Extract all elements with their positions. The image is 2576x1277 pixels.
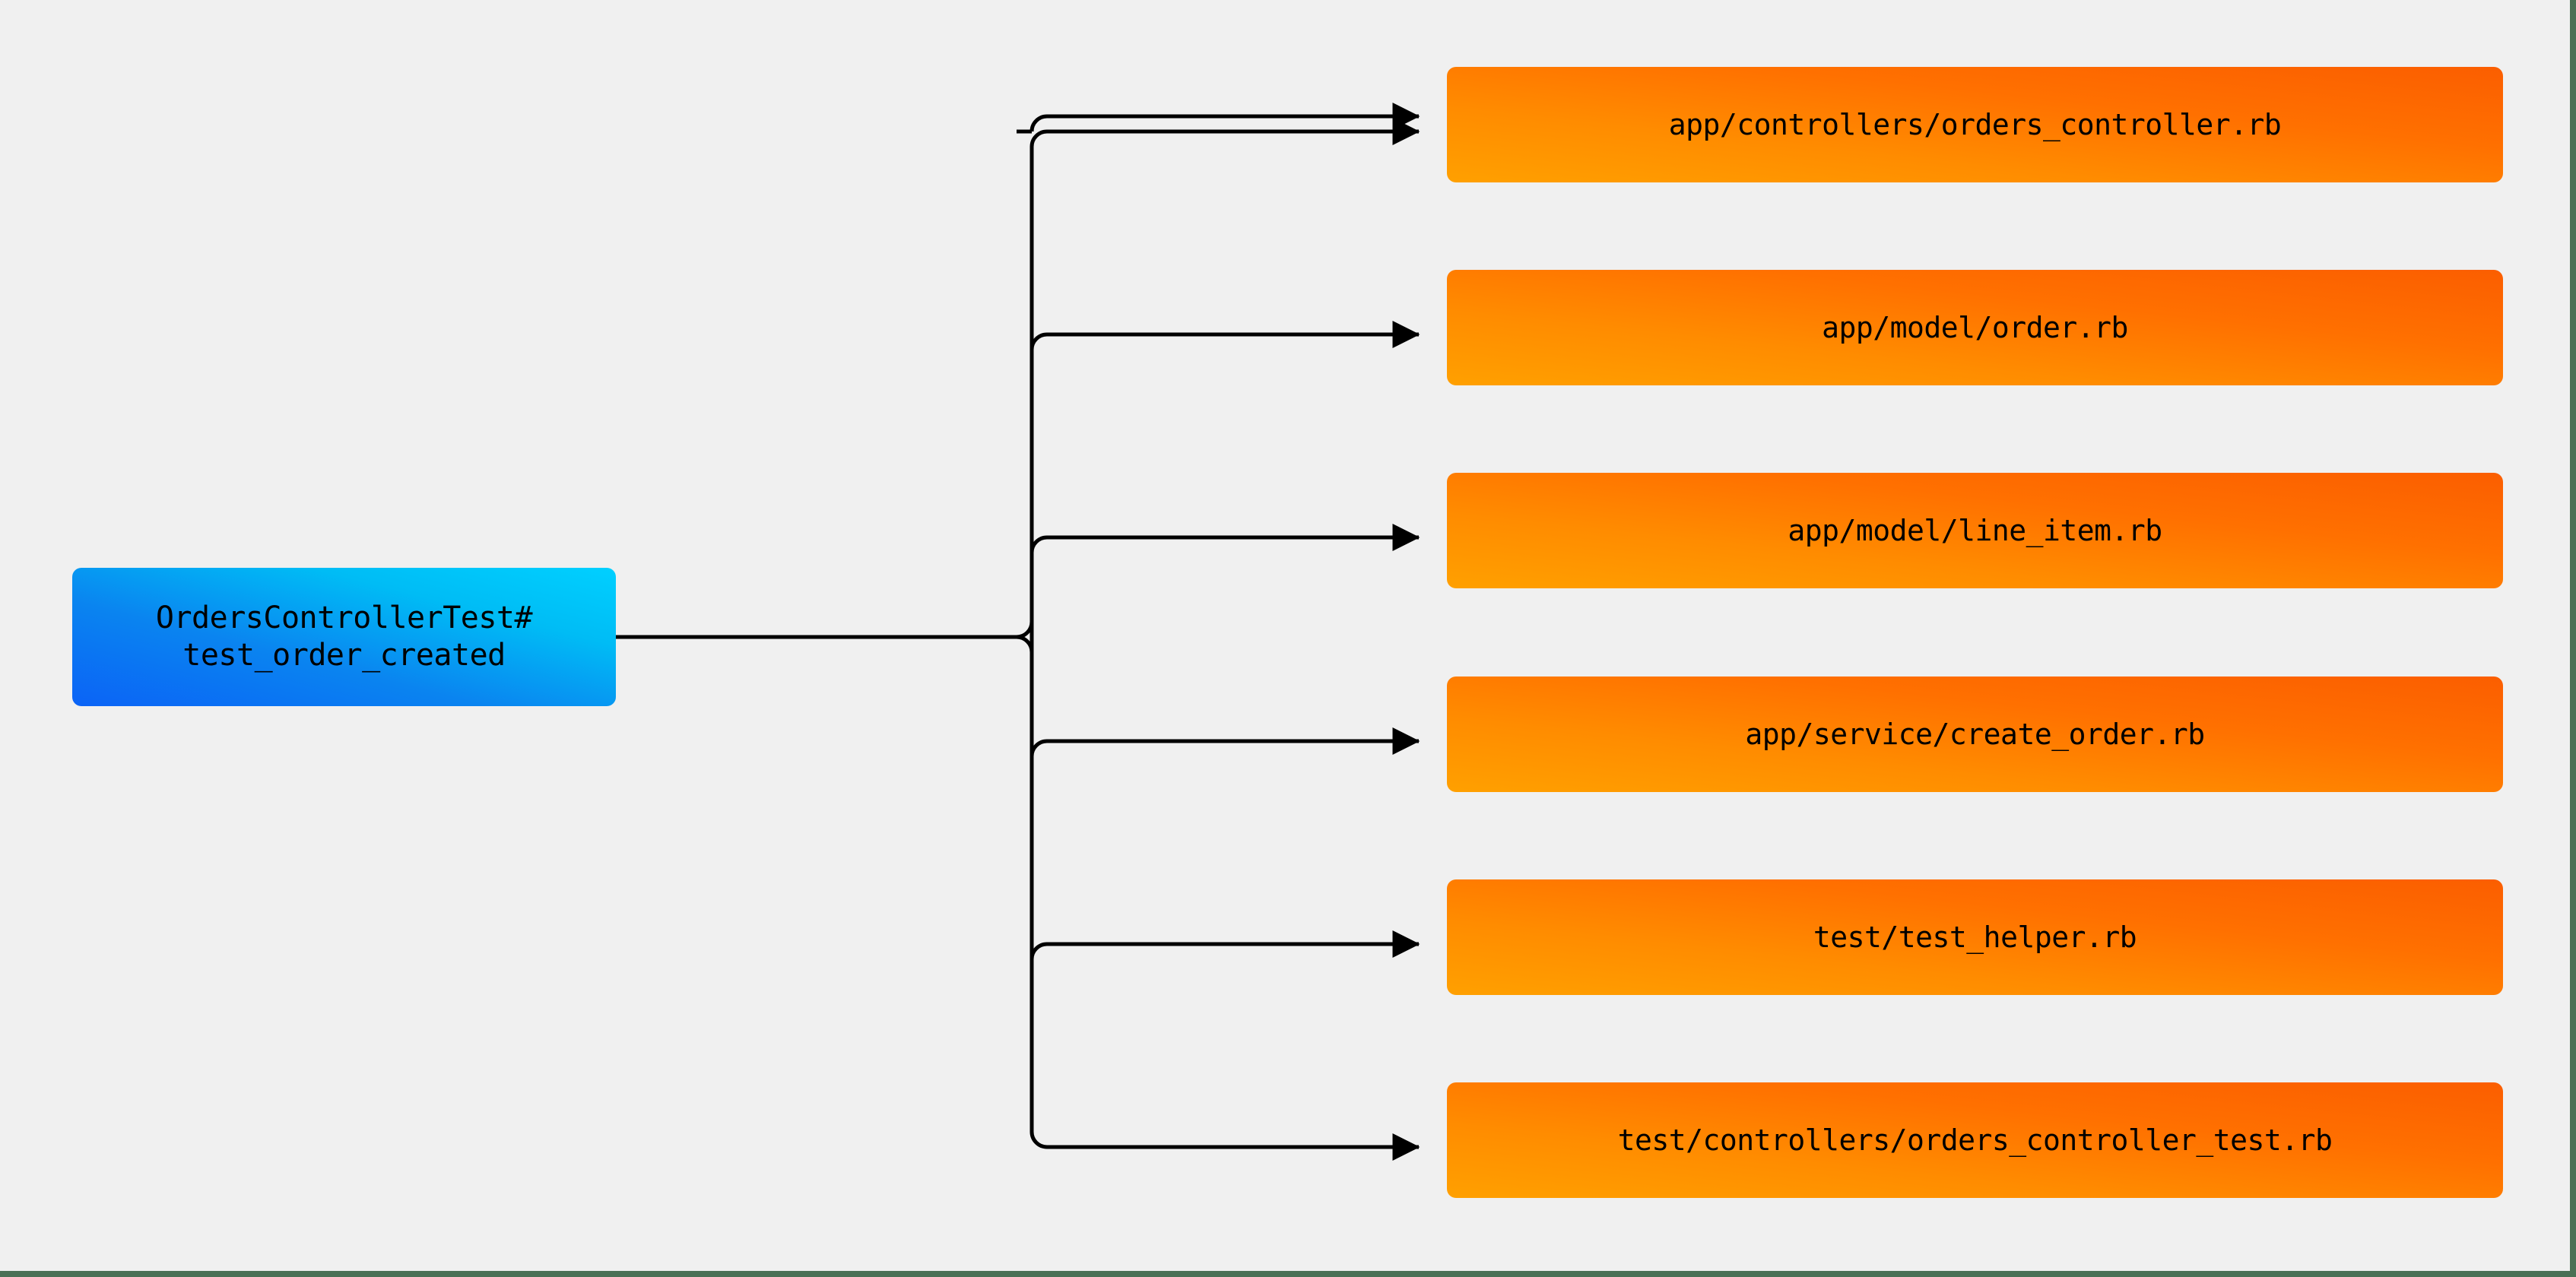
edge-to-orders-controller [1017,116,1419,132]
node-app-service-create-order[interactable]: app/service/create_order.rb [1447,677,2503,792]
edge-corner-1 [1029,118,1420,147]
node-app-controllers-orders-controller[interactable]: app/controllers/orders_controller.rb [1447,67,2503,182]
node-app-model-line-item[interactable]: app/model/line_item.rb [1447,473,2503,588]
node-app-model-order[interactable]: app/model/order.rb [1447,270,2503,385]
node-test-test-helper[interactable]: test/test_helper.rb [1447,879,2503,995]
edge-to-line-item-model [1029,524,1420,553]
edge-to-orders-controller-test [1029,1131,1420,1161]
node-test-controllers-orders-controller-test[interactable]: test/controllers/orders_controller_test.… [1447,1082,2503,1198]
edge-junction-lower [1016,635,1034,653]
edge-to-create-order-service [1029,727,1420,757]
edge-to-test-helper [1029,930,1420,960]
node-source-test[interactable]: OrdersControllerTest# test_order_created [72,568,616,706]
edge-to-order-model [1029,321,1420,350]
edge-junction-upper [1016,621,1034,639]
